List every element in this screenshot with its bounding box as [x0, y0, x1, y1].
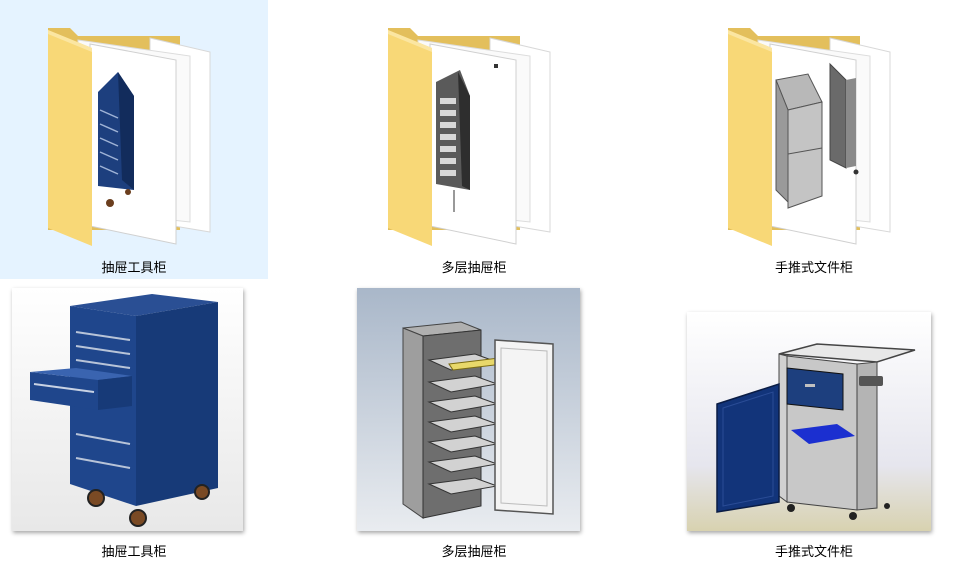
- cabinet-preview-icon: [775, 62, 859, 209]
- image-thumbnail: [12, 288, 243, 531]
- folder-item[interactable]: 手推式文件柜: [680, 0, 948, 280]
- image-item[interactable]: 多层抽屉柜: [340, 282, 608, 572]
- image-thumbnail: [687, 312, 931, 531]
- folder-thumbnail: [0, 0, 268, 252]
- image-label: 手推式文件柜: [774, 545, 853, 560]
- image-thumbnail: [357, 288, 580, 531]
- file-cart-image: [687, 312, 931, 531]
- folder-label: 抽屉工具柜: [101, 261, 167, 276]
- image-label: 抽屉工具柜: [101, 545, 167, 560]
- tool-cabinet-image: [12, 288, 243, 531]
- folder-label: 多层抽屉柜: [441, 261, 507, 276]
- multi-drawer-cabinet-image: [357, 288, 580, 531]
- folder-item[interactable]: 多层抽屉柜: [340, 0, 608, 280]
- folder-thumbnail: [680, 0, 948, 252]
- folder-label: 手推式文件柜: [774, 261, 853, 276]
- folder-thumbnail: [340, 0, 608, 252]
- cabinet-preview-icon: [436, 64, 498, 212]
- folder-item[interactable]: 抽屉工具柜: [0, 0, 268, 279]
- image-label: 多层抽屉柜: [441, 545, 507, 560]
- image-item[interactable]: 手推式文件柜: [680, 282, 948, 572]
- cabinet-preview-icon: [98, 72, 134, 207]
- image-item[interactable]: 抽屉工具柜: [0, 282, 268, 572]
